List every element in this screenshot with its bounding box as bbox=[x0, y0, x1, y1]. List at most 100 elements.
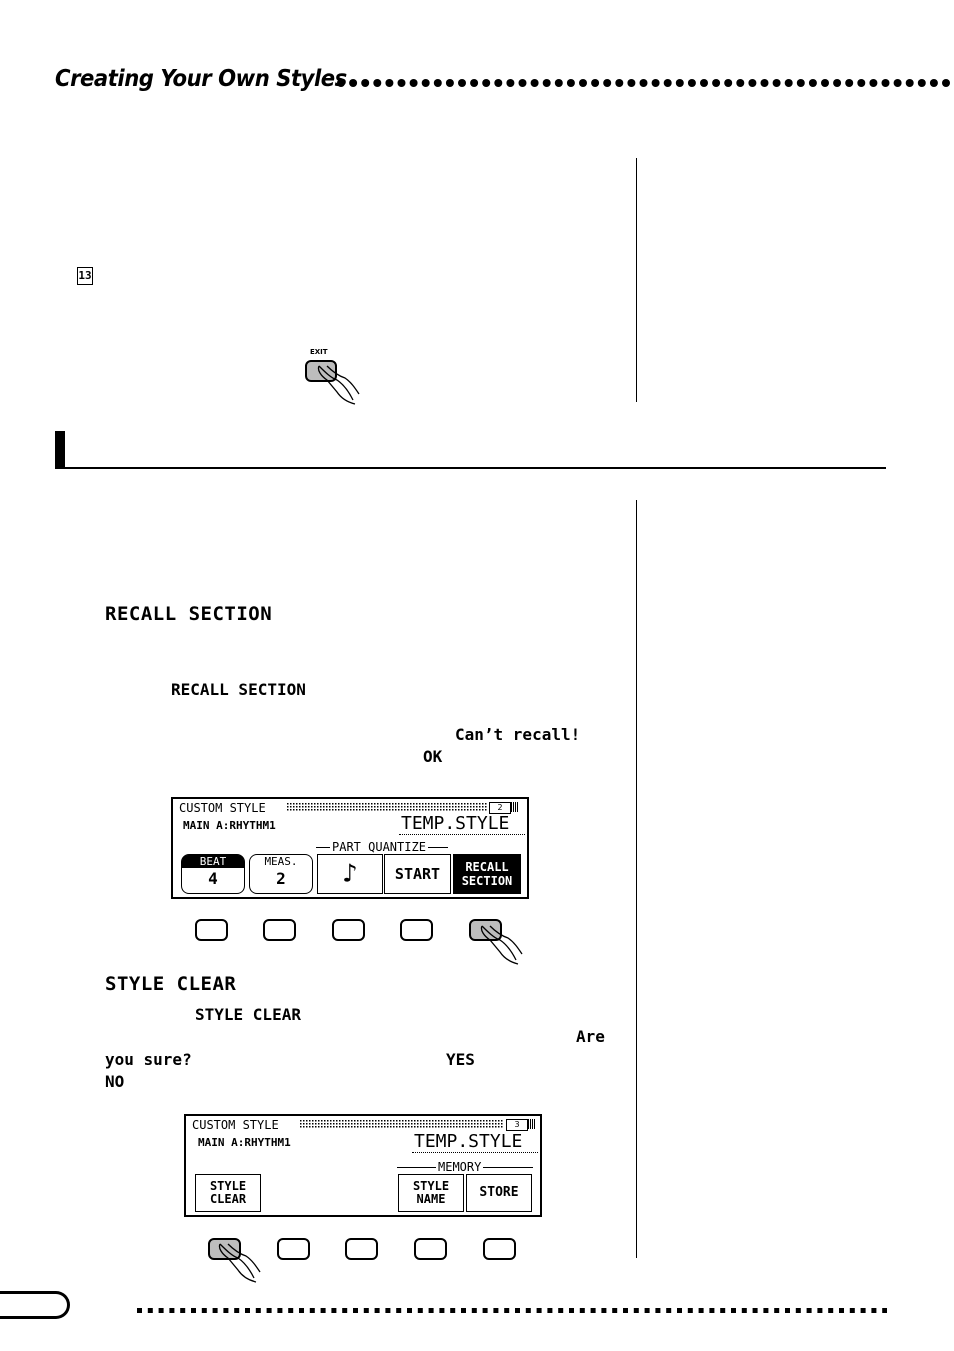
footer-dot bbox=[363, 1308, 369, 1313]
footer-dot bbox=[191, 1308, 196, 1313]
footer-dot bbox=[590, 1308, 596, 1313]
panel-button-1[interactable] bbox=[195, 919, 228, 941]
softkey-measure[interactable]: MEAS. 2 bbox=[249, 854, 313, 894]
softkey-section-label: SECTION bbox=[461, 874, 513, 888]
footer-dot bbox=[407, 1308, 412, 1313]
header-dot bbox=[639, 79, 648, 87]
panel-button-2[interactable] bbox=[263, 919, 296, 941]
lcd-page-indicator: 2 bbox=[489, 802, 511, 814]
footer-dot bbox=[439, 1308, 445, 1313]
footer-dot bbox=[417, 1308, 423, 1313]
header-dot bbox=[603, 79, 612, 87]
footer-dot bbox=[331, 1308, 337, 1313]
softkey-recall-section[interactable]: RECALL SECTION bbox=[453, 854, 521, 894]
softkey-store-label: STORE bbox=[479, 1185, 519, 1200]
footer-dot bbox=[169, 1308, 175, 1313]
softkey-start[interactable]: START bbox=[384, 854, 451, 894]
footer-dot bbox=[569, 1308, 574, 1313]
softkey-beat-value: 4 bbox=[208, 869, 218, 888]
softkey-note-value[interactable]: ♪ bbox=[317, 854, 383, 894]
footer-dot bbox=[158, 1308, 164, 1313]
footer-dot bbox=[839, 1308, 844, 1313]
style-clear-inline: STYLE CLEAR bbox=[195, 1005, 301, 1024]
sixteenth-note-icon: ♪ bbox=[342, 859, 358, 889]
header-dot bbox=[833, 79, 842, 87]
header-dot bbox=[530, 79, 539, 87]
lcd-name-underline bbox=[412, 1152, 538, 1153]
header-dot bbox=[687, 79, 696, 87]
softkey-beat-label: BEAT bbox=[182, 855, 244, 868]
lcd-group-label: PART QUANTIZE bbox=[330, 840, 428, 854]
footer-dot bbox=[396, 1308, 402, 1313]
header-dot bbox=[881, 79, 890, 87]
header-dot bbox=[917, 79, 926, 87]
header-dot bbox=[724, 79, 733, 87]
header-dot bbox=[784, 79, 793, 87]
footer-dot bbox=[515, 1308, 520, 1313]
footer-dot bbox=[785, 1308, 790, 1313]
lcd-group-label: MEMORY bbox=[436, 1160, 484, 1174]
panel-button-3[interactable] bbox=[332, 919, 365, 941]
footer-dot bbox=[266, 1308, 272, 1313]
header-dot bbox=[760, 79, 769, 87]
footer-dot bbox=[612, 1308, 618, 1313]
panel-button-2[interactable] bbox=[277, 1238, 310, 1260]
header-dot bbox=[421, 79, 430, 87]
softkey-style-clear[interactable]: STYLE CLEAR bbox=[195, 1174, 261, 1212]
footer-dot bbox=[752, 1308, 758, 1313]
recall-section-heading: RECALL SECTION bbox=[105, 603, 273, 625]
header-dot bbox=[627, 79, 636, 87]
softkey-beat[interactable]: BEAT 4 bbox=[181, 854, 245, 894]
footer-dot bbox=[288, 1308, 294, 1313]
panel-button-5[interactable] bbox=[483, 1238, 516, 1260]
header-dot bbox=[905, 79, 914, 87]
footer-dot bbox=[849, 1308, 855, 1313]
footer-dot bbox=[223, 1308, 229, 1313]
panel-button-4[interactable] bbox=[414, 1238, 447, 1260]
footer-dot bbox=[277, 1308, 283, 1313]
header-dot bbox=[579, 79, 587, 87]
footer-dot bbox=[633, 1308, 639, 1313]
lcd-page-indicator: 3 bbox=[506, 1119, 528, 1131]
header-dot bbox=[712, 79, 721, 87]
prompt-are: Are bbox=[576, 1027, 605, 1046]
lcd-display-part-quantize: CUSTOM STYLE 2 MAIN A:RHYTHM1 TEMP.STYLE… bbox=[171, 797, 529, 899]
footer-dot bbox=[601, 1308, 607, 1313]
lcd-section-name: MAIN A:RHYTHM1 bbox=[183, 819, 276, 832]
footer-dot bbox=[882, 1308, 887, 1313]
lcd-scroll-icon bbox=[511, 802, 519, 812]
header-dot bbox=[518, 79, 527, 87]
header-dot bbox=[470, 79, 479, 87]
panel-button-4[interactable] bbox=[400, 919, 433, 941]
lcd-name-underline bbox=[399, 834, 525, 835]
header-dot bbox=[651, 79, 660, 87]
footer-dot bbox=[644, 1308, 650, 1313]
header-dot bbox=[494, 79, 503, 87]
panel-button-3[interactable] bbox=[345, 1238, 378, 1260]
softkey-store[interactable]: STORE bbox=[466, 1174, 532, 1212]
lcd-shaded-bar bbox=[300, 1120, 504, 1129]
yes-label: YES bbox=[446, 1050, 475, 1069]
lcd-scroll-icon bbox=[528, 1119, 536, 1129]
footer-dot bbox=[687, 1308, 693, 1313]
softkey-style-name[interactable]: STYLE NAME bbox=[398, 1174, 464, 1212]
footer-dot bbox=[374, 1308, 380, 1313]
footer-dot bbox=[828, 1308, 834, 1313]
column-divider-bottom bbox=[636, 500, 637, 1258]
softkey-recall-label: RECALL bbox=[465, 860, 509, 874]
footer-dot bbox=[385, 1308, 391, 1313]
header-dot bbox=[349, 79, 358, 87]
footer-dot bbox=[558, 1308, 564, 1313]
softkey-clear-label: CLEAR bbox=[209, 1192, 247, 1206]
footer-dot bbox=[428, 1308, 434, 1313]
lcd-style-name: TEMP.STYLE bbox=[414, 1131, 523, 1152]
section-heading-bar bbox=[55, 431, 65, 469]
exit-button[interactable] bbox=[305, 360, 337, 382]
footer-dot bbox=[180, 1308, 186, 1313]
header-dot-leader bbox=[337, 79, 950, 87]
header-dot bbox=[772, 79, 781, 87]
footer-dot bbox=[817, 1308, 823, 1313]
softkey-start-label: START bbox=[394, 865, 441, 883]
header-dot bbox=[748, 79, 757, 87]
header-dot bbox=[845, 79, 854, 87]
